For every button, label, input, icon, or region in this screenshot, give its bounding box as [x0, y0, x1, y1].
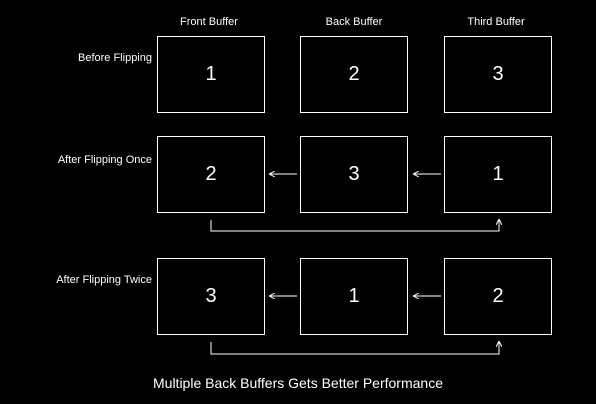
buffer-box: 1 — [300, 258, 408, 335]
wrap-arrow-icon — [210, 220, 499, 232]
buffer-box: 3 — [300, 136, 408, 213]
row-label-before: Before Flipping — [78, 52, 152, 64]
row-label-once: After Flipping Once — [57, 154, 152, 166]
buffer-box: 2 — [444, 258, 552, 335]
column-header-back: Back Buffer — [325, 16, 383, 28]
row-label-twice: After Flipping Twice — [56, 274, 152, 286]
buffer-box: 3 — [157, 258, 265, 335]
column-header-front: Front Buffer — [180, 16, 238, 28]
buffer-box: 2 — [157, 136, 265, 213]
diagram-caption: Multiple Back Buffers Gets Better Perfor… — [153, 375, 443, 391]
buffer-box: 2 — [300, 36, 408, 113]
buffer-box: 3 — [444, 36, 552, 113]
buffer-box: 1 — [444, 136, 552, 213]
wrap-arrow-icon — [210, 342, 499, 355]
column-header-third: Third Buffer — [467, 16, 525, 28]
buffer-box: 1 — [157, 36, 265, 113]
